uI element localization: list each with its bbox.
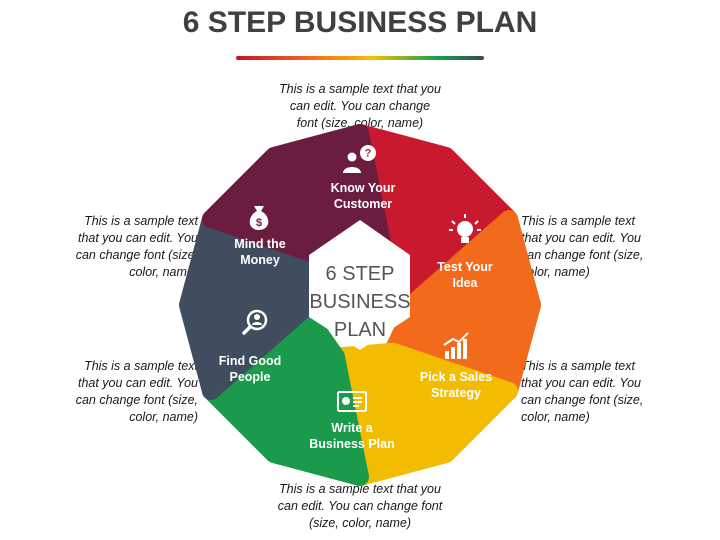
growth-chart-icon	[443, 332, 469, 359]
people-question-icon: ?	[343, 145, 376, 173]
svg-text:$: $	[256, 217, 262, 229]
title-underline	[236, 56, 484, 60]
presentation-board-icon	[337, 391, 367, 412]
page-title: 6 STEP BUSINESS PLAN	[182, 6, 538, 39]
magnifier-person-icon	[242, 309, 268, 335]
center-hexagon	[309, 220, 410, 350]
money-bag-icon: $	[249, 206, 269, 230]
lightbulb-icon	[449, 214, 481, 243]
svg-text:?: ?	[365, 148, 372, 160]
